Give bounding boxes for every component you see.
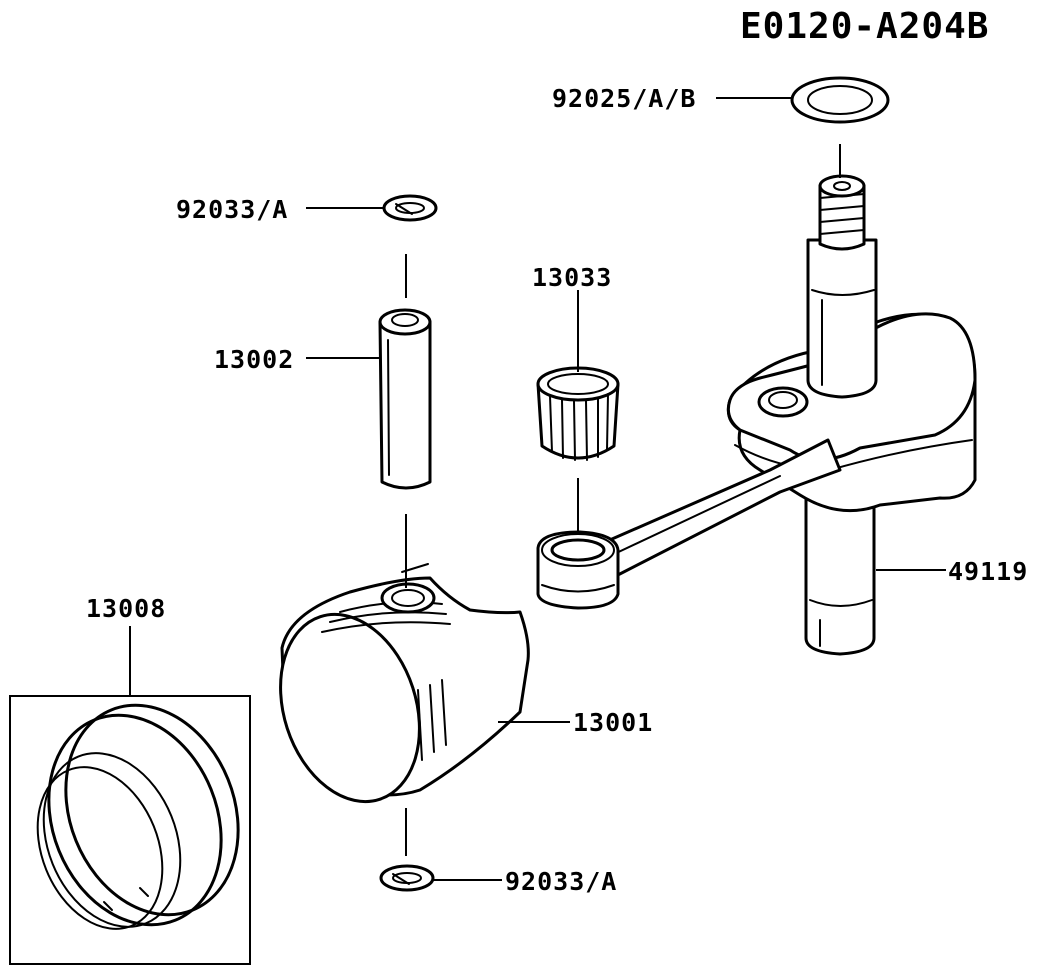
callout-circlip-top[interactable]: 92033/A — [176, 195, 289, 224]
callout-needle-bearing[interactable]: 13033 — [532, 263, 613, 292]
piston[interactable] — [258, 563, 530, 820]
callout-piston[interactable]: 13001 — [573, 708, 654, 737]
needle-bearing[interactable] — [536, 366, 620, 461]
crankshaft-assembly[interactable] — [536, 174, 977, 656]
piston-ring-set[interactable] — [9, 679, 268, 965]
circlip-top[interactable] — [382, 194, 438, 222]
diagram-id-label: E0120-A204B — [740, 6, 990, 47]
callout-circlip-bottom[interactable]: 92033/A — [505, 867, 618, 896]
callout-crankshaft[interactable]: 49119 — [948, 557, 1029, 586]
circlip-bottom[interactable] — [379, 864, 435, 892]
leader-lines — [129, 97, 946, 881]
washer[interactable] — [790, 76, 890, 124]
piston-pin[interactable] — [378, 308, 432, 490]
callout-piston-pin[interactable]: 13002 — [214, 345, 295, 374]
callout-washer[interactable]: 92025/A/B — [552, 84, 697, 113]
callout-piston-ring-set[interactable]: 13008 — [86, 594, 167, 623]
